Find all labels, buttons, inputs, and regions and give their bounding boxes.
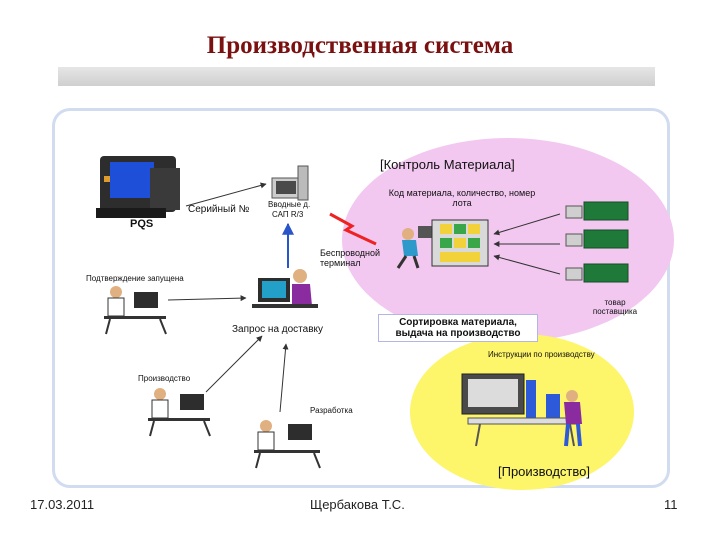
server-label-top: Вводные д. <box>268 200 311 209</box>
warehouse-worker-icon <box>396 226 432 269</box>
slide-author: Щербакова Т.С. <box>310 497 405 512</box>
material-shelf-icon <box>431 219 489 267</box>
workstation-production-icon <box>148 388 211 437</box>
slide-title: Производственная система <box>206 32 514 59</box>
arrow-production-to-request <box>205 335 263 393</box>
wireless-terminal-label: Беспроводной терминал <box>320 248 381 268</box>
development-label: Разработка <box>310 406 353 415</box>
slide-page-number: 11 <box>664 497 678 512</box>
delivery-request-label: Запрос на доставку <box>232 324 324 335</box>
sap-server-icon <box>271 165 309 201</box>
supplier-goods-label: товар поставщика <box>592 298 638 316</box>
arrow-truck1-to-shelf <box>493 213 561 236</box>
wireless-lightning-icon <box>329 212 377 246</box>
supplier-truck-1-icon <box>565 201 629 221</box>
title-underline-bar <box>58 67 655 86</box>
workstation-launch-icon <box>104 286 167 335</box>
supplier-truck-3-icon <box>565 263 629 283</box>
flow-arrows <box>167 182 561 413</box>
production-instructions-label: Инструкции по производству <box>488 350 595 359</box>
sorting-label: Сортировка материала, выдача на производ… <box>378 314 538 342</box>
central-operator-icon <box>252 269 318 308</box>
production-worker-icon <box>564 390 582 447</box>
material-code-label: Код материала, количество, номер лота <box>388 188 536 208</box>
pqs-label: PQS <box>130 218 154 230</box>
arrow-pqs-to-server <box>185 182 267 207</box>
material-control-title: [Контроль Материала] <box>380 157 515 172</box>
production-machine-icon <box>461 373 579 447</box>
slide-date: 17.03.2011 <box>30 497 95 512</box>
pqs-computer-icon <box>96 156 180 218</box>
confirm-launch-label: Подтверждение запущена <box>86 274 184 283</box>
arrow-truck3-to-shelf <box>493 254 561 275</box>
serial-number-label: Серийный № <box>188 204 250 215</box>
server-label-bottom: САП R/3 <box>272 210 304 219</box>
arrow-development-to-request <box>279 343 289 413</box>
arrow-launch-to-operator <box>167 295 247 302</box>
supplier-truck-2-icon <box>565 229 629 249</box>
production-small-label: Производство <box>138 374 191 383</box>
material-control-zone <box>342 138 674 342</box>
production-zone-title: [Производство] <box>498 464 590 479</box>
workstation-development-icon <box>254 420 321 469</box>
